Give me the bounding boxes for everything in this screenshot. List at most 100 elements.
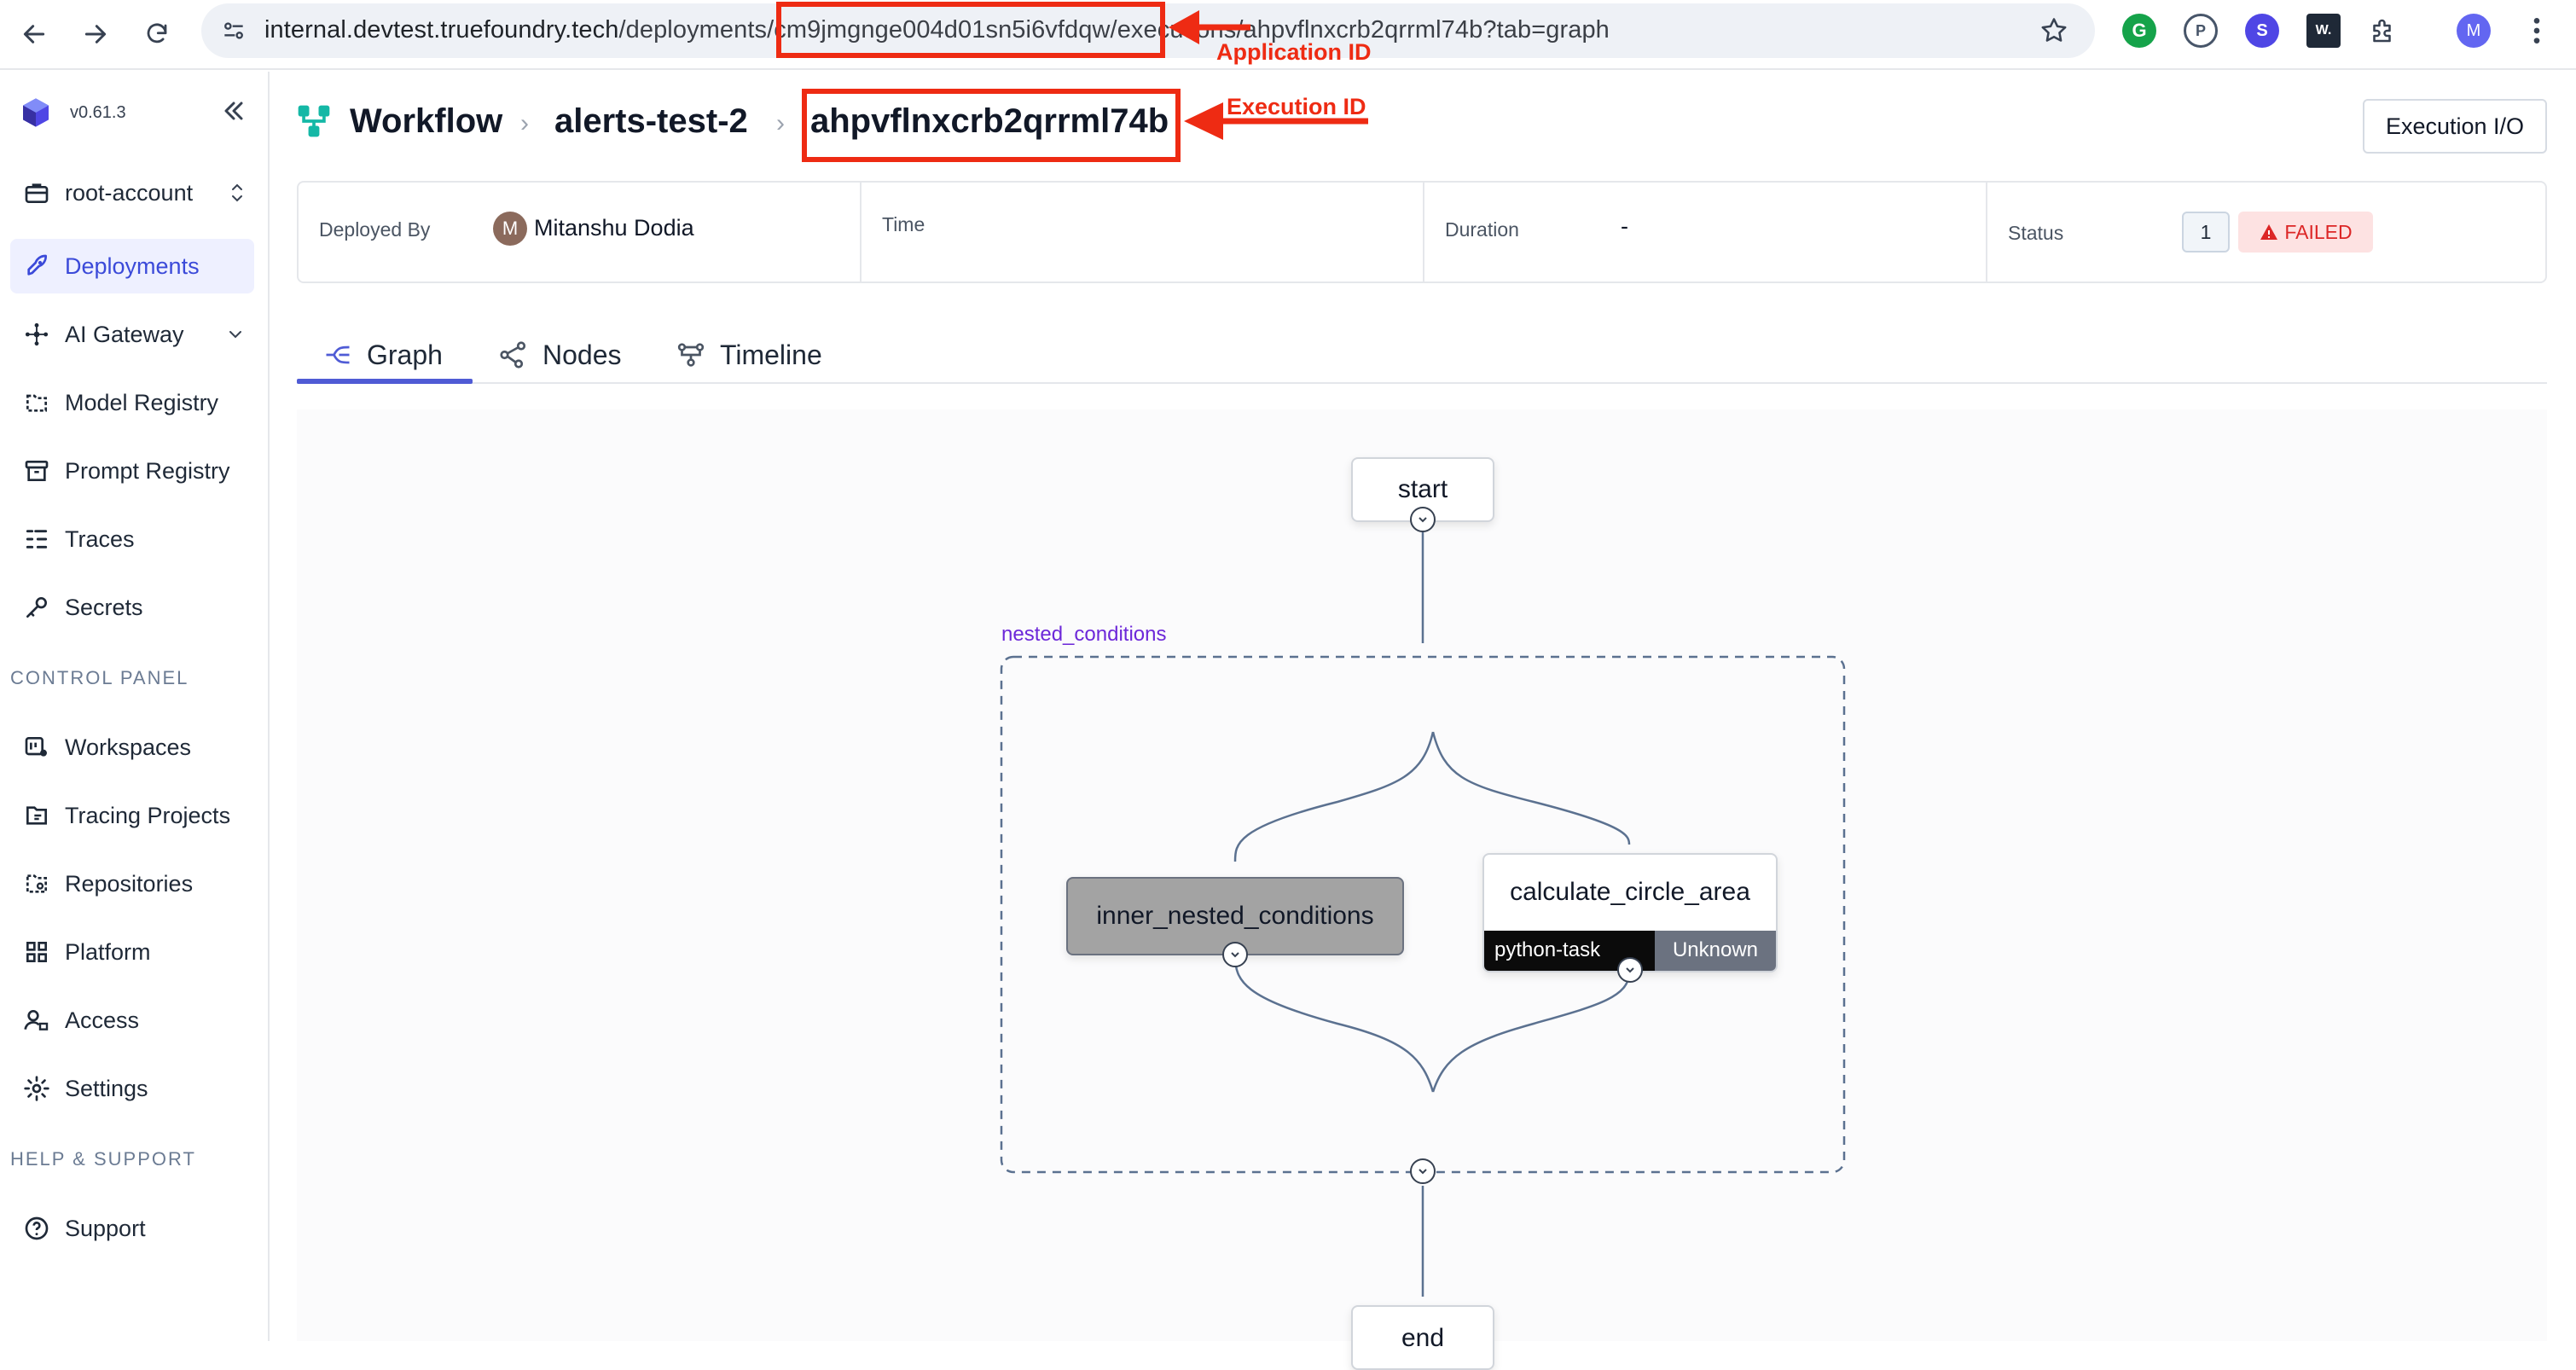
user-lock-icon xyxy=(20,1004,53,1036)
sidebar-item-support[interactable]: Support xyxy=(10,1201,254,1256)
breadcrumb-separator-icon: › xyxy=(520,109,529,137)
task-node-expand-icon[interactable] xyxy=(1617,957,1643,983)
sidebar-item-prompt-registry[interactable]: Prompt Registry xyxy=(10,444,254,498)
url-path: /deployments/cm9jmgnge004d01sn5i6vfdqw/e… xyxy=(618,16,1610,44)
chevron-up-down-icon xyxy=(227,181,247,211)
sidebar-item-repositories[interactable]: Repositories xyxy=(10,856,254,911)
group-label: nested_conditions xyxy=(1001,623,1167,646)
collapse-sidebar-button[interactable] xyxy=(218,96,249,131)
grammarly-extension-icon[interactable]: G xyxy=(2122,14,2156,48)
end-node[interactable]: end xyxy=(1351,1305,1494,1370)
sidebar-item-label: Platform xyxy=(65,938,151,965)
duration-label: Duration xyxy=(1445,218,1519,241)
inner-node-label: inner_nested_conditions xyxy=(1096,902,1374,930)
password-extension-icon[interactable]: P xyxy=(2184,14,2218,48)
status-label: Status xyxy=(2008,222,2064,244)
workflow-icon xyxy=(295,102,333,144)
sidebar-item-secrets[interactable]: Secrets xyxy=(10,580,254,635)
breadcrumb-separator-icon: › xyxy=(776,109,785,137)
sidebar-item-ai-gateway[interactable]: AI Gateway xyxy=(10,307,254,362)
calculate-circle-area-node[interactable]: calculate_circle_area python-task Unknow… xyxy=(1482,853,1778,972)
timeline-tab-icon xyxy=(674,338,708,372)
group-expand-icon[interactable] xyxy=(1410,1158,1436,1184)
briefcase-icon xyxy=(20,177,53,209)
grid-icon xyxy=(20,936,53,968)
breadcrumb-execution-id: ahpvflnxcrb2qrrml74b xyxy=(810,102,1169,140)
application-id-arrow-icon xyxy=(1169,10,1250,44)
sidebar: v0.61.3 root-account Deployments AI Gate… xyxy=(0,72,270,1341)
application-id-annotation: Application ID xyxy=(1216,39,1372,65)
sidebar-item-label: Repositories xyxy=(65,870,194,897)
tracing-projects-icon xyxy=(20,799,53,832)
inner-node-expand-icon[interactable] xyxy=(1222,942,1248,967)
address-bar[interactable]: internal.devtest.truefoundry.tech/deploy… xyxy=(201,3,2095,58)
sidebar-item-label: Tracing Projects xyxy=(65,802,231,828)
bookmark-star-icon[interactable] xyxy=(2039,15,2069,46)
tab-nodes[interactable]: Nodes xyxy=(496,322,622,387)
s-extension-icon[interactable]: S xyxy=(2245,14,2279,48)
sidebar-item-label: Secrets xyxy=(65,594,143,620)
deployed-by-label: Deployed By xyxy=(319,218,431,241)
w-extension-label: W. xyxy=(2315,23,2332,38)
account-name: root-account xyxy=(65,179,194,206)
rocket-icon xyxy=(20,250,53,282)
sidebar-item-settings[interactable]: Settings xyxy=(10,1061,254,1116)
breadcrumb-application[interactable]: alerts-test-2 xyxy=(554,102,748,140)
status-cell: Status 1 FAILED xyxy=(1987,183,2545,282)
tab-timeline[interactable]: Timeline xyxy=(674,322,822,387)
sidebar-item-platform[interactable]: Platform xyxy=(10,925,254,979)
execution-id-annotation: Execution ID xyxy=(1227,94,1366,119)
sidebar-item-tracing-projects[interactable]: Tracing Projects xyxy=(10,788,254,843)
task-node-footer: python-task Unknown xyxy=(1484,930,1776,971)
sidebar-item-model-registry[interactable]: Model Registry xyxy=(10,375,254,430)
profile-initial: M xyxy=(2466,20,2481,40)
sidebar-item-label: Prompt Registry xyxy=(65,457,230,484)
status-failed-badge: FAILED xyxy=(2238,212,2373,253)
application-id-highlight xyxy=(776,2,1165,58)
active-tab-indicator xyxy=(297,379,473,384)
model-registry-icon xyxy=(20,386,53,419)
sidebar-item-access[interactable]: Access xyxy=(10,993,254,1048)
control-panel-heading: CONTROL PANEL xyxy=(10,667,189,688)
breadcrumb-workflow[interactable]: Workflow xyxy=(350,102,503,140)
browser-toolbar: internal.devtest.truefoundry.tech/deploy… xyxy=(0,0,2576,70)
start-node-expand-icon[interactable] xyxy=(1410,507,1436,532)
site-info-icon[interactable] xyxy=(220,17,247,44)
w-extension-icon[interactable]: W. xyxy=(2306,14,2341,48)
tab-graph[interactable]: Graph xyxy=(321,322,443,387)
tabs-divider xyxy=(297,382,2547,384)
graph-tab-icon xyxy=(321,338,355,372)
truefoundry-logo-icon xyxy=(19,96,53,134)
sidebar-item-label: Model Registry xyxy=(65,389,219,415)
sidebar-item-label: Traces xyxy=(65,525,135,552)
deployed-by-name: Mitanshu Dodia xyxy=(534,215,694,241)
app-version: v0.61.3 xyxy=(70,103,126,122)
user-avatar-initial: M xyxy=(502,218,519,239)
task-status-badge: Unknown xyxy=(1655,930,1776,971)
sidebar-item-traces[interactable]: Traces xyxy=(10,512,254,566)
account-switcher[interactable]: root-account xyxy=(10,165,254,220)
archive-box-icon xyxy=(20,455,53,487)
tab-label: Timeline xyxy=(720,339,822,370)
tab-label: Graph xyxy=(367,339,443,370)
execution-io-button[interactable]: Execution I/O xyxy=(2363,99,2547,154)
url-text[interactable]: internal.devtest.truefoundry.tech/deploy… xyxy=(264,16,1610,44)
sidebar-item-label: AI Gateway xyxy=(65,321,184,347)
back-button[interactable] xyxy=(12,12,56,56)
extensions-puzzle-icon[interactable] xyxy=(2368,15,2399,50)
gear-icon xyxy=(20,1072,53,1105)
start-node-label: start xyxy=(1397,475,1448,503)
graph-canvas[interactable]: start nested_conditions inner_nested_con… xyxy=(297,409,2547,1370)
time-cell: Time xyxy=(862,183,1424,282)
profile-avatar[interactable]: M xyxy=(2457,14,2491,48)
browser-menu-kebab-icon[interactable] xyxy=(2525,14,2549,52)
reload-icon xyxy=(147,23,167,44)
sidebar-item-label: Settings xyxy=(65,1075,148,1101)
sidebar-item-label: Workspaces xyxy=(65,734,192,760)
double-chevron-left-icon xyxy=(224,102,243,120)
reload-button[interactable] xyxy=(135,12,179,56)
nodes-tab-icon xyxy=(496,338,531,372)
sidebar-item-deployments[interactable]: Deployments xyxy=(10,239,254,293)
sidebar-item-workspaces[interactable]: Workspaces xyxy=(10,720,254,775)
forward-button[interactable] xyxy=(73,12,118,56)
